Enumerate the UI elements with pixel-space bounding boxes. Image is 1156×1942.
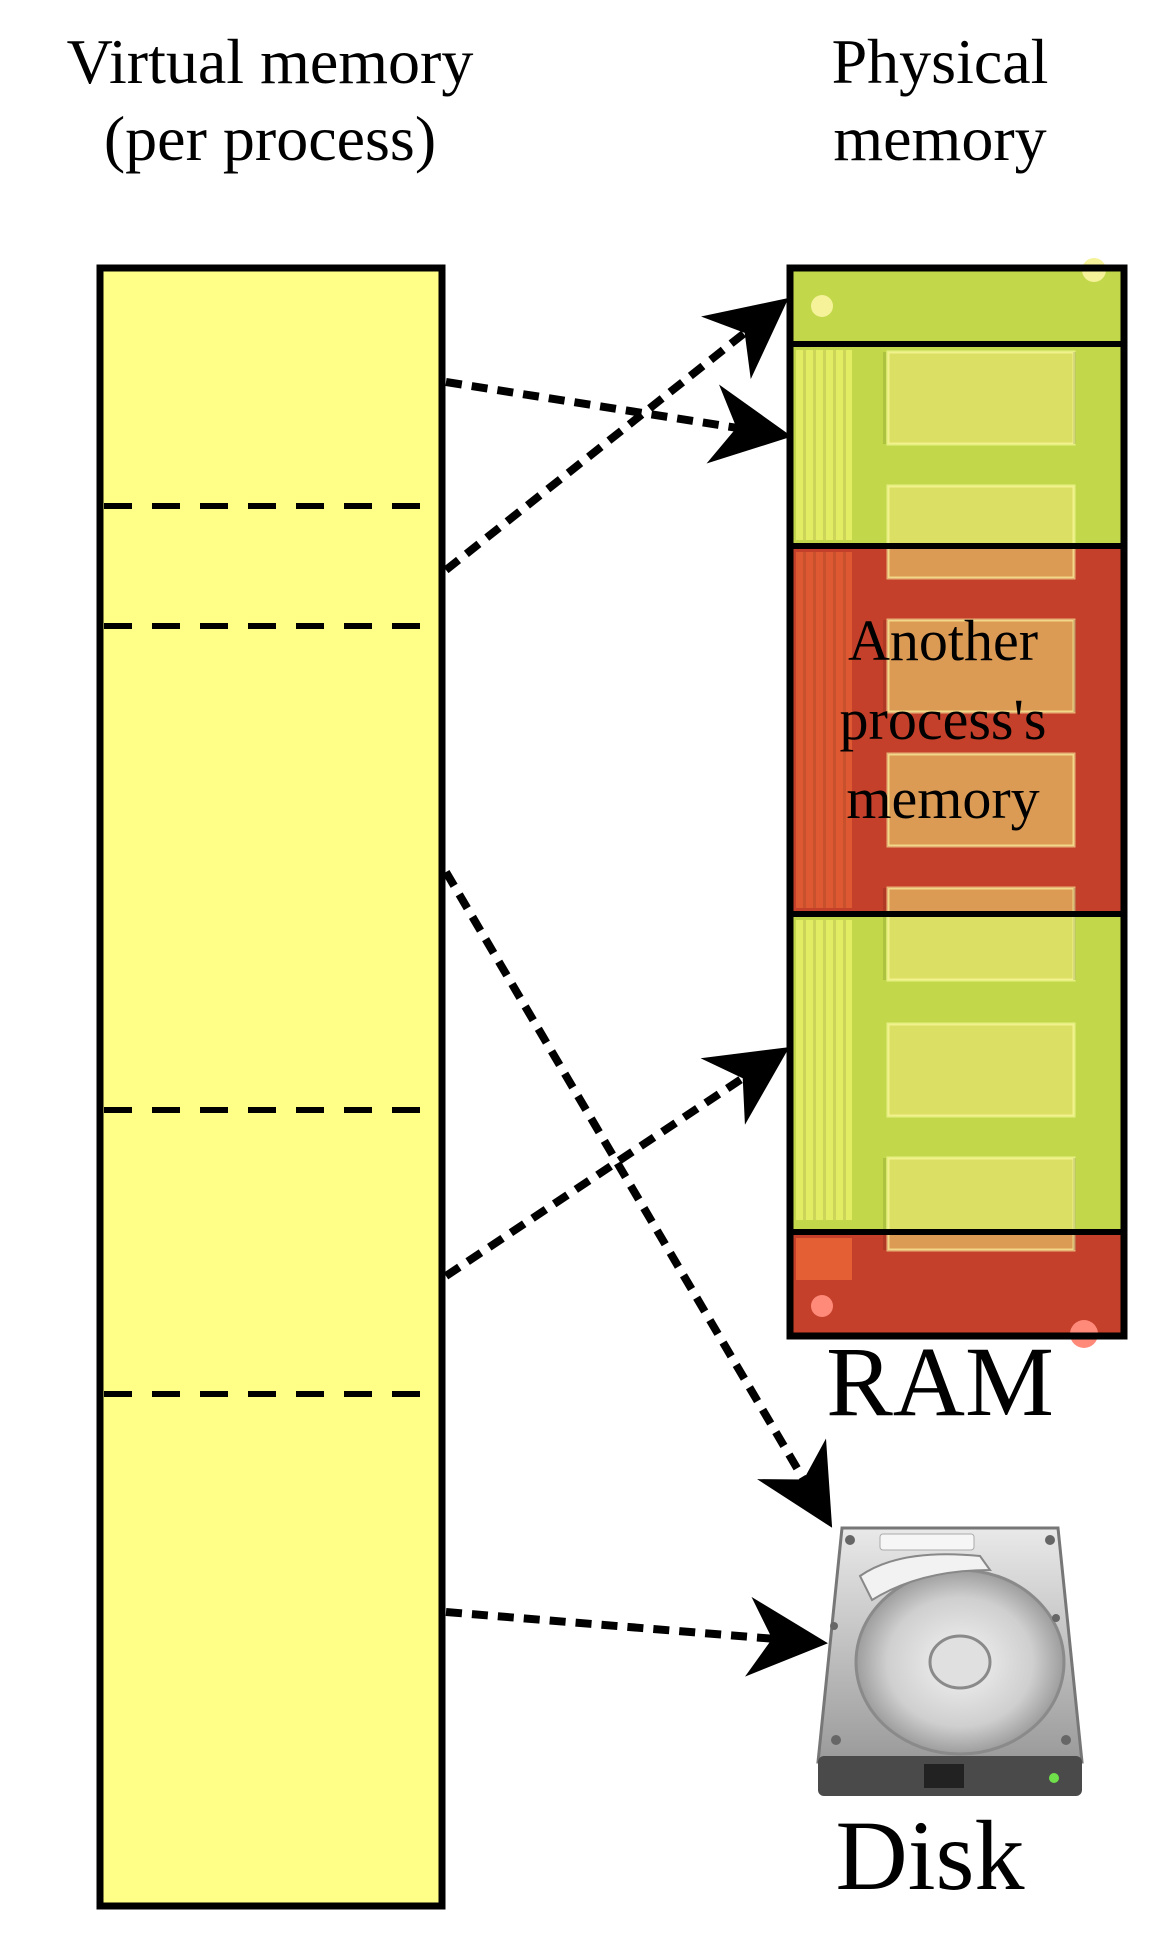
ram-label: RAM bbox=[826, 1326, 1054, 1437]
page-dividers bbox=[104, 503, 438, 1397]
arrow-page6-to-disk bbox=[445, 1596, 828, 1677]
arrow-page1-to-ram-own1 bbox=[445, 378, 792, 464]
physical-title-line1: Physical bbox=[831, 26, 1049, 97]
physical-memory-title: Physical memory bbox=[760, 24, 1120, 178]
mapping-arrows bbox=[442, 298, 833, 1677]
ram-segment-top bbox=[790, 268, 1124, 344]
hard-disk-icon bbox=[816, 1526, 1084, 1796]
virtual-title-line1: Virtual memory bbox=[66, 26, 474, 97]
arrow-page5-to-ram-own2 bbox=[443, 1047, 790, 1280]
other-process-line1: Another bbox=[847, 608, 1039, 673]
physical-title-line2: memory bbox=[833, 102, 1047, 174]
other-process-memory-label: Another process's memory bbox=[782, 602, 1104, 839]
arrow-page2-to-ram-top bbox=[443, 298, 789, 574]
ram-module-icon bbox=[786, 258, 1128, 1348]
virtual-memory-column bbox=[96, 264, 446, 1910]
disk-label: Disk bbox=[835, 1800, 1025, 1911]
other-process-line2: process's bbox=[839, 686, 1047, 752]
virtual-memory-title: Virtual memory (per process) bbox=[0, 24, 540, 178]
virtual-title-line2: (per process) bbox=[103, 102, 437, 174]
arrow-page4-to-disk bbox=[442, 869, 833, 1528]
other-process-line3: memory bbox=[846, 765, 1040, 831]
